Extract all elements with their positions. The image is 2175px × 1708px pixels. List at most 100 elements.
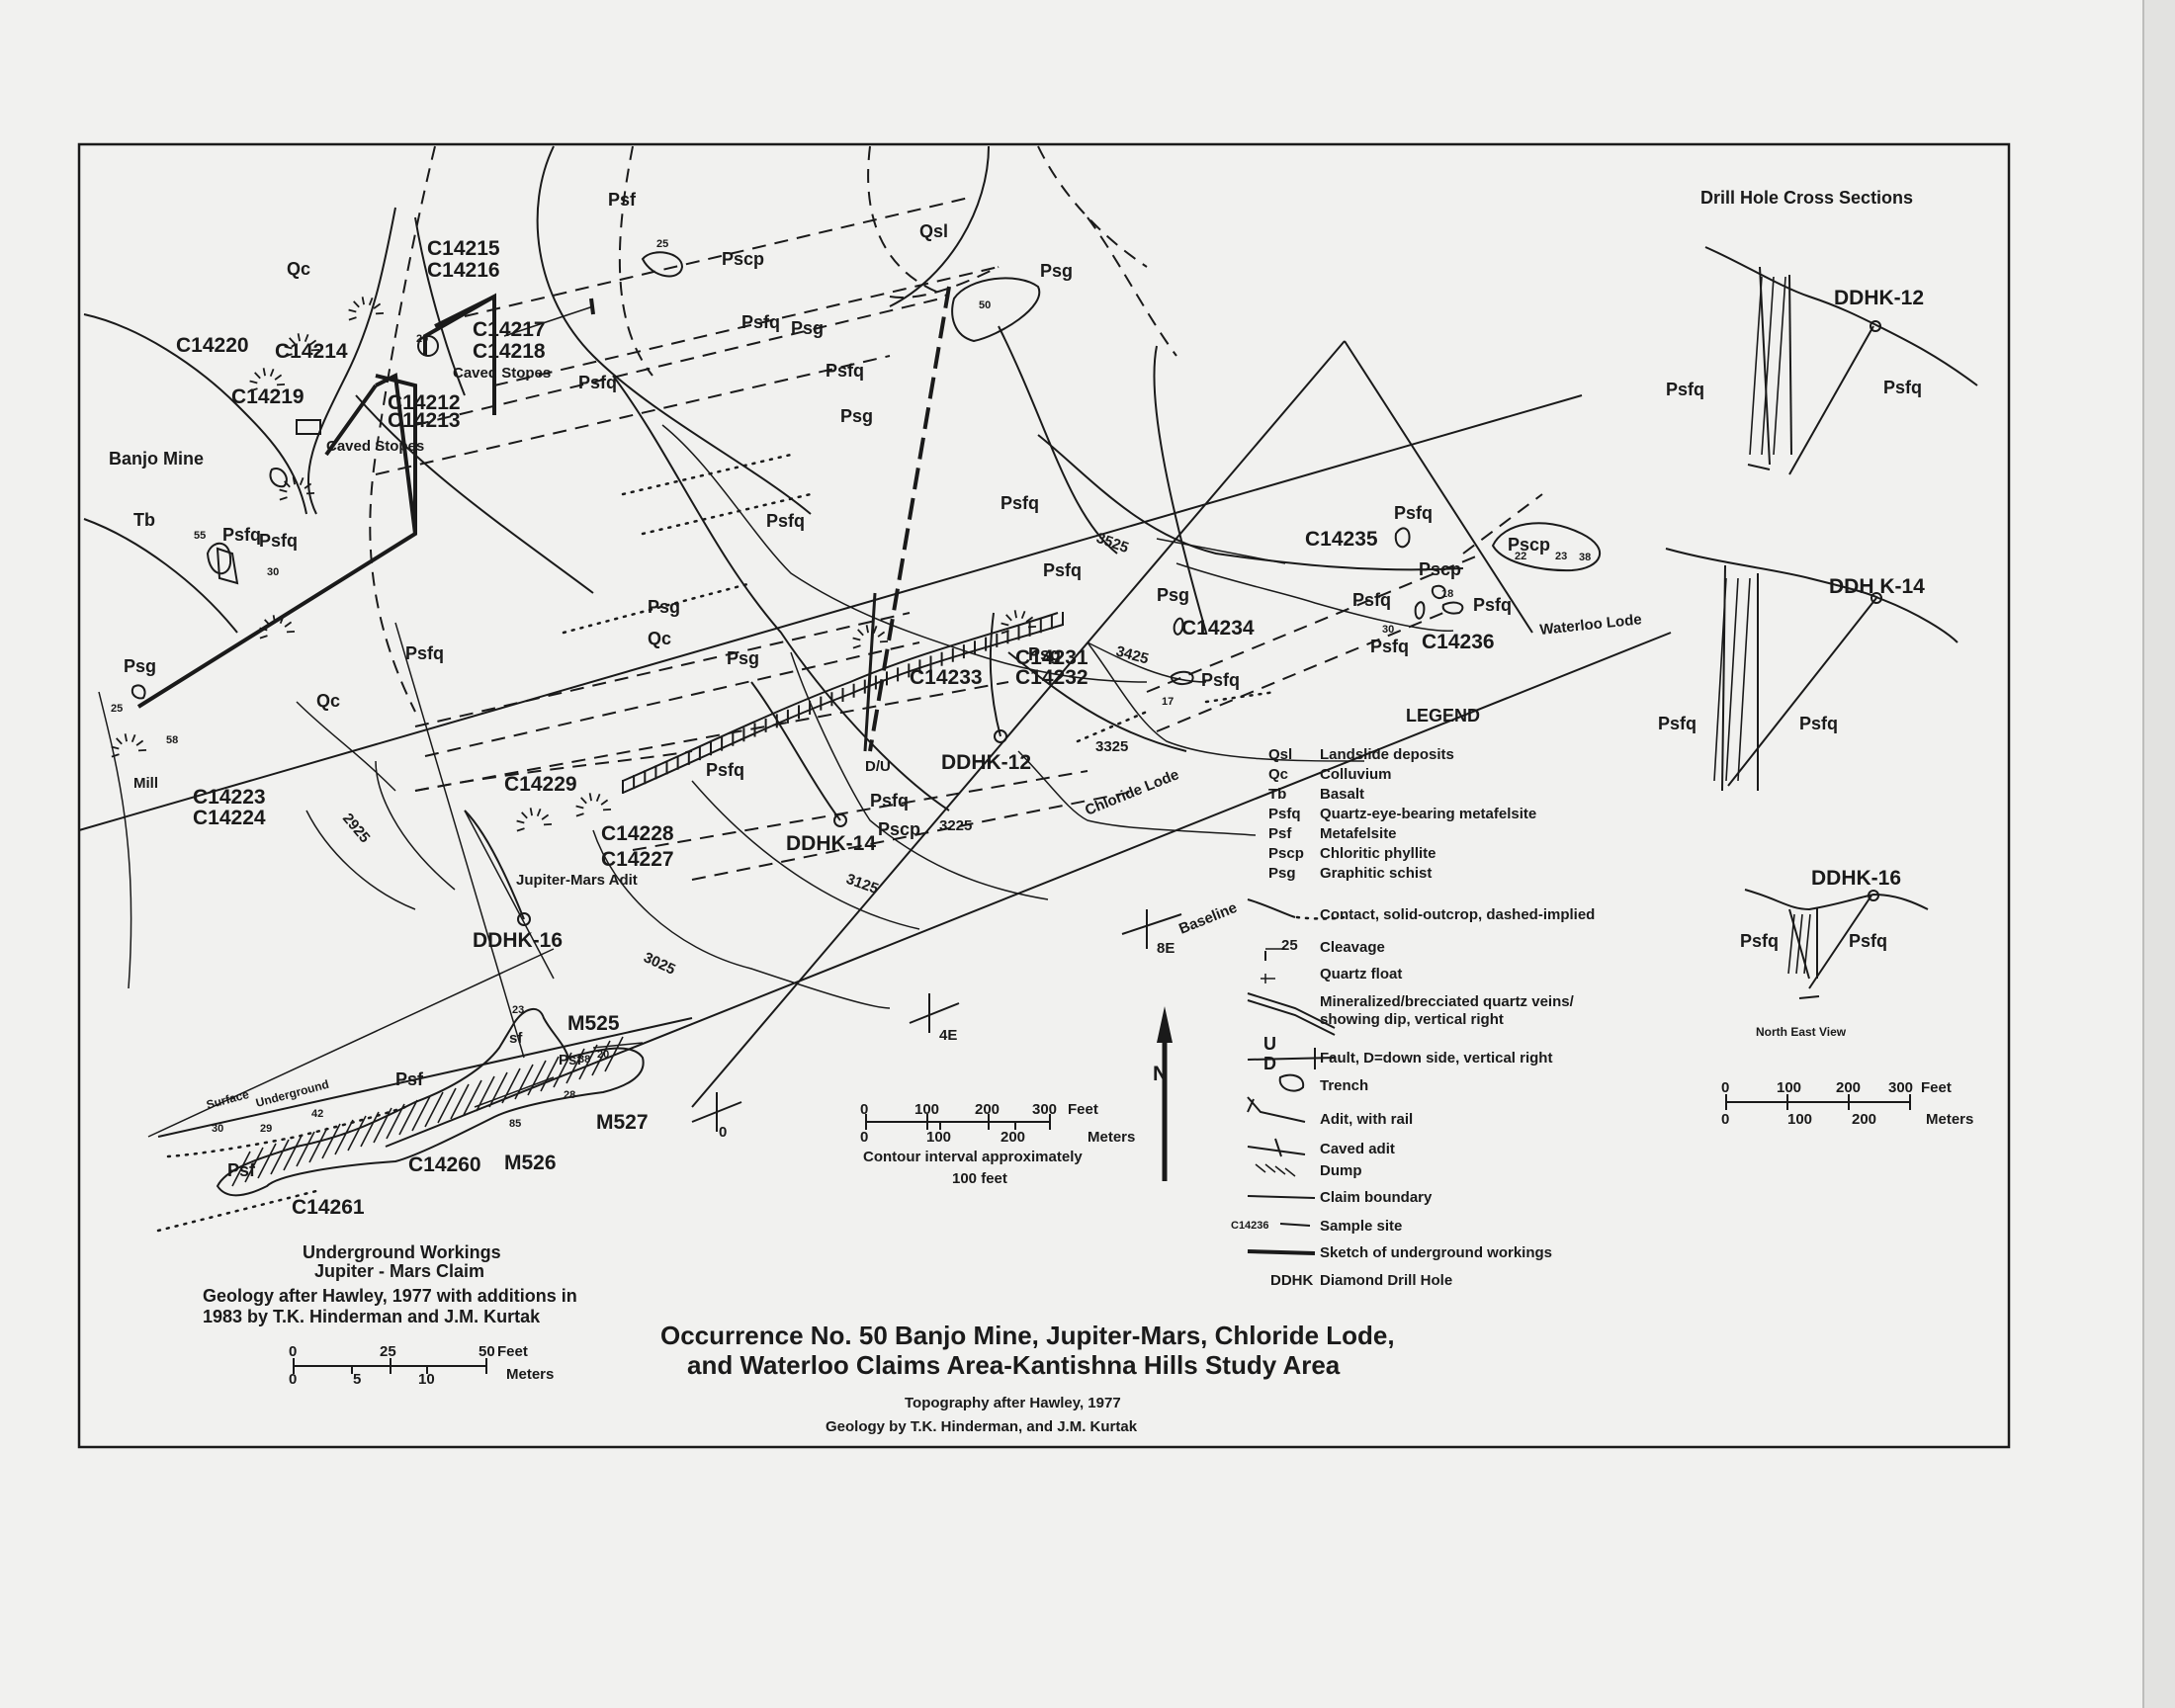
contour-note: Contour interval approximately: [863, 1149, 1083, 1165]
unit-label: Psg: [1157, 585, 1189, 605]
dip-label: 38: [1579, 552, 1591, 563]
ug-caption: 1983 by T.K. Hinderman and J.M. Kurtak: [203, 1307, 541, 1326]
unit-label: Psf: [608, 190, 637, 210]
dump-symbol: [516, 808, 553, 832]
ug-scale-unit: Meters: [506, 1366, 554, 1383]
ug-caption: Geology after Hawley, 1977 with addition…: [203, 1286, 577, 1306]
ug-sample-label: M527: [596, 1111, 649, 1134]
ug-dip-label: 28: [564, 1089, 575, 1101]
dip-label: 18: [1441, 588, 1453, 600]
caved-stopes-label: Caved Stopes: [326, 438, 424, 455]
ug-surface-label: Surface: [205, 1087, 250, 1112]
sample-label: C14212: [388, 391, 461, 414]
unit-label: Psg: [124, 656, 156, 676]
sample-label: C14232: [1015, 666, 1088, 689]
grid-tick-label: 4E: [939, 1027, 957, 1044]
banjo-mine-label: Banjo Mine: [109, 449, 204, 469]
sample-label: C14220: [176, 334, 249, 357]
dip-label: 30: [267, 566, 279, 578]
xs-unit: Psfq: [1658, 714, 1696, 733]
legend-unit-code: Psf: [1268, 825, 1292, 842]
scale-tick: 100: [914, 1101, 939, 1118]
dump-symbol: [348, 297, 385, 321]
sample-label: C14213: [388, 409, 461, 432]
cross-section-ddhk14: [1665, 548, 1958, 792]
ug-dip-label: 30: [212, 1123, 223, 1135]
unit-label: Psfq: [259, 531, 298, 551]
chloride-lode-label: Chloride Lode: [1083, 766, 1181, 819]
dip-label: 58: [166, 734, 178, 746]
legend-veins: Mineralized/brecciated quartz veins/: [1320, 993, 1575, 1010]
jupiter-mars-adit-label: Jupiter-Mars Adit: [516, 872, 638, 889]
legend-fault: Fault, D=down side, vertical right: [1320, 1050, 1552, 1067]
contour-label: 3025: [641, 949, 677, 979]
ug-dip-label: 20: [597, 1049, 609, 1061]
xs-ddhk14-label: DDH K-14: [1829, 575, 1925, 598]
legend-dump: Dump: [1320, 1162, 1362, 1179]
dip-label: 22: [1515, 551, 1526, 562]
ug-sample-label: C14260: [408, 1153, 481, 1176]
dump-symbol: [1000, 610, 1037, 635]
dip-label: 55: [194, 530, 206, 542]
unit-label: Psfq: [1352, 590, 1391, 610]
mineralized-vein: [622, 612, 1064, 794]
sample-label: C14218: [473, 340, 546, 363]
legend-unit-desc: Basalt: [1320, 786, 1364, 803]
dump-symbols: [111, 297, 1037, 832]
legend-unit-desc: Chloritic phyllite: [1320, 845, 1436, 862]
unit-label: Psfq: [1394, 503, 1433, 523]
page-edge: [2143, 0, 2175, 1708]
scale-tick: 300: [1032, 1101, 1057, 1118]
contour-label: 2925: [339, 811, 373, 846]
ug-dip-label: 42: [311, 1108, 323, 1120]
dip-label: 17: [1162, 696, 1174, 708]
sample-label: C14215: [427, 237, 500, 260]
xs-unit: Psfq: [1883, 378, 1922, 397]
legend-unit-code: Pscp: [1268, 845, 1304, 862]
dip-label: 50: [979, 299, 991, 311]
ug-dip-label: 29: [260, 1123, 272, 1135]
dip-label: 25: [656, 238, 668, 250]
sample-label: C14219: [231, 385, 304, 408]
dump-symbol: [259, 615, 296, 640]
xs-unit: Psfq: [1740, 931, 1779, 951]
north-label: N: [1153, 1063, 1168, 1085]
map-credit: Geology by T.K. Hinderman, and J.M. Kurt…: [826, 1418, 1138, 1435]
sample-label: C14235: [1305, 528, 1378, 551]
scale-tick: 100: [926, 1129, 951, 1146]
xs-scale-tick: 0: [1721, 1079, 1729, 1096]
unit-label: Qsl: [919, 221, 948, 241]
legend-unit-code: Psg: [1268, 865, 1296, 882]
sample-label: C14236: [1422, 631, 1495, 653]
xs-unit: Psfq: [1799, 714, 1838, 733]
unit-label: Qc: [287, 259, 310, 279]
legend-underground: Sketch of underground workings: [1320, 1244, 1552, 1261]
sample-label: C14233: [910, 666, 983, 689]
dump-symbol: [284, 333, 320, 358]
unit-label: Psfq: [222, 525, 261, 545]
cross-section-ddhk16: [1744, 889, 1929, 999]
ug-scale-tick: 5: [353, 1371, 361, 1388]
unit-label: Psfq: [1473, 595, 1512, 615]
unit-label: Psfq: [706, 760, 744, 780]
ug-scale-bar: [293, 1358, 487, 1374]
unit-label: Pscp: [878, 819, 920, 839]
xs-unit: Psfq: [1849, 931, 1887, 951]
xs-unit: Psfq: [1666, 380, 1704, 399]
xs-scale-tick: 100: [1777, 1079, 1801, 1096]
north-arrow: N: [1153, 1006, 1173, 1181]
legend-cleavage-dip: 25: [1281, 937, 1298, 954]
outcrops: [130, 251, 1464, 700]
legend-adit: Adit, with rail: [1320, 1111, 1413, 1128]
drill-hole-label: DDHK-14: [786, 832, 876, 855]
dump-symbol: [111, 733, 147, 758]
unit-label: Psfq: [1043, 560, 1082, 580]
unit-label: Qc: [648, 629, 671, 648]
scale-tick: 0: [860, 1101, 868, 1118]
ug-unit: sf: [509, 1030, 523, 1047]
unit-label: Psg: [648, 597, 680, 617]
drill-hole-label: DDHK-16: [473, 929, 563, 952]
